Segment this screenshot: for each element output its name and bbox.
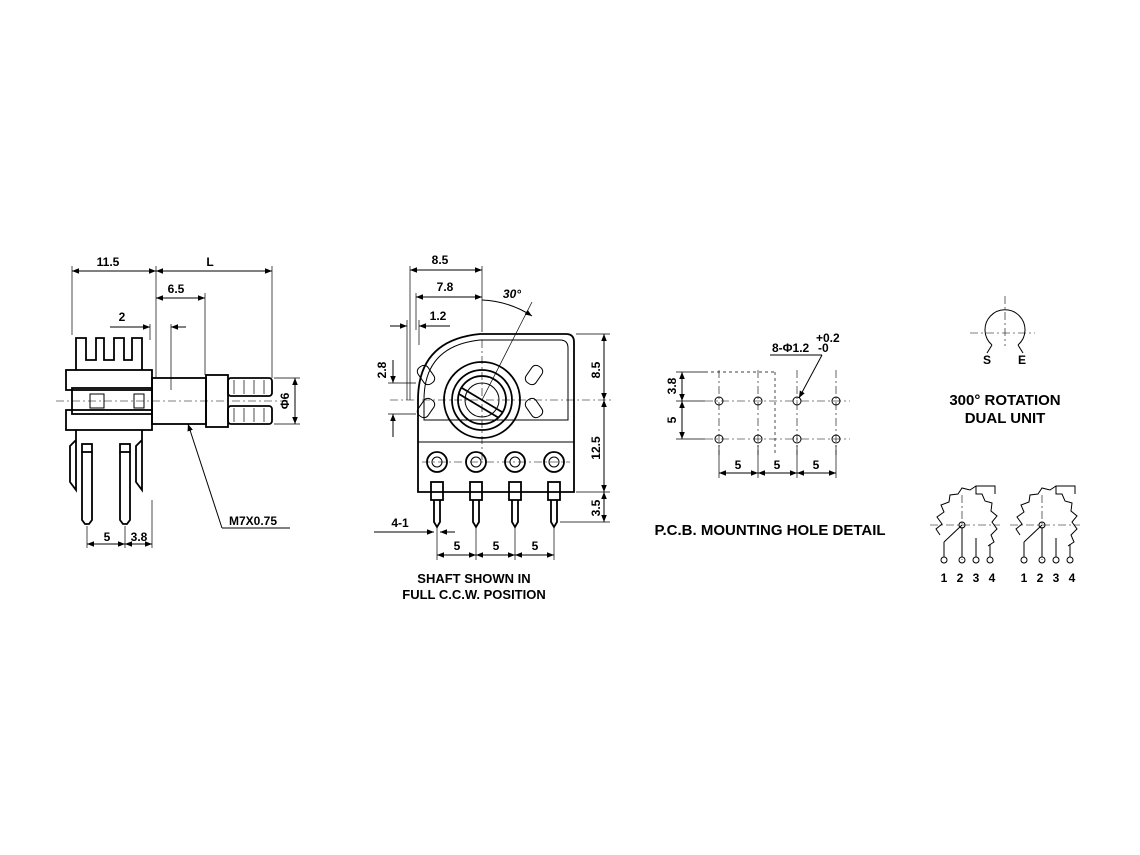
dim-L: L [206, 255, 213, 269]
unit1-pin-3: 3 [973, 571, 980, 585]
thread-label: M7X0.75 [229, 514, 277, 528]
rotation-symbol: S E 300° ROTATION DUAL UNIT [949, 296, 1061, 427]
schematic: 1 2 3 4 1 2 3 4 [930, 485, 1080, 585]
unit2-pin-1: 1 [1021, 571, 1028, 585]
dim-front-12-5: 12.5 [589, 436, 603, 460]
angle-30: 30° [503, 287, 521, 301]
caption-line-2: FULL C.C.W. POSITION [402, 587, 545, 602]
dim-front-pitch-1: 5 [454, 539, 461, 553]
dim-6-5: 6.5 [168, 282, 185, 296]
unit1-pin-4: 4 [989, 571, 996, 585]
dim-pcb-5-vert: 5 [665, 416, 679, 423]
pcb-detail-title: P.C.B. MOUNTING HOLE DETAIL [654, 522, 885, 539]
tol-plus: +0.2 [816, 331, 840, 345]
unit1-pin-2: 2 [957, 571, 964, 585]
pcb-hole-detail: 8-Φ1.2 +0.2 -0 3.8 5 5 5 5 P.C.B. MOUNTI… [654, 331, 885, 539]
dim-pcb-pitch-3: 5 [813, 458, 820, 472]
dim-front-4-1: 4-1 [391, 516, 409, 530]
dim-11-5: 11.5 [97, 255, 120, 269]
dim-front-1-2: 1.2 [430, 309, 447, 323]
caption-line-1: SHAFT SHOWN IN [417, 571, 530, 586]
rotation-line-2: DUAL UNIT [965, 410, 1046, 427]
holes-label: 8-Φ1.2 [772, 341, 810, 355]
schematic-unit-1: 1 2 3 4 [930, 485, 1000, 585]
label-S: S [983, 353, 991, 367]
dim-side-5: 5 [104, 530, 111, 544]
schematic-unit-2: 1 2 3 4 [1010, 485, 1080, 585]
label-E: E [1018, 353, 1026, 367]
side-view: 11.5 L 6.5 2 Φ6 5 3.8 M7X0.75 [56, 255, 300, 548]
dim-phi6: Φ6 [278, 392, 292, 409]
dim-front-3-5: 3.5 [589, 499, 603, 516]
dim-pcb-pitch-2: 5 [774, 458, 781, 472]
dim-pcb-pitch-1: 5 [735, 458, 742, 472]
unit2-pin-2: 2 [1037, 571, 1044, 585]
unit2-pin-4: 4 [1069, 571, 1076, 585]
dim-side-3-8: 3.8 [131, 530, 148, 544]
rotation-line-1: 300° ROTATION [949, 392, 1060, 409]
dim-front-8-5-top: 8.5 [432, 253, 449, 267]
tol-minus: -0 [818, 341, 829, 355]
dim-front-pitch-3: 5 [532, 539, 539, 553]
dim-front-pitch-2: 5 [493, 539, 500, 553]
dim-2: 2 [119, 310, 126, 324]
dim-front-2-8: 2.8 [375, 361, 389, 378]
dim-front-8-5-right: 8.5 [589, 361, 603, 378]
dim-front-7-8: 7.8 [437, 280, 454, 294]
front-view: 8.5 7.8 30° 1.2 2.8 8.5 12.5 3.5 4-1 5 5… [374, 253, 612, 602]
dim-pcb-3-8: 3.8 [665, 377, 679, 394]
unit2-pin-3: 3 [1053, 571, 1060, 585]
unit1-pin-1: 1 [941, 571, 948, 585]
